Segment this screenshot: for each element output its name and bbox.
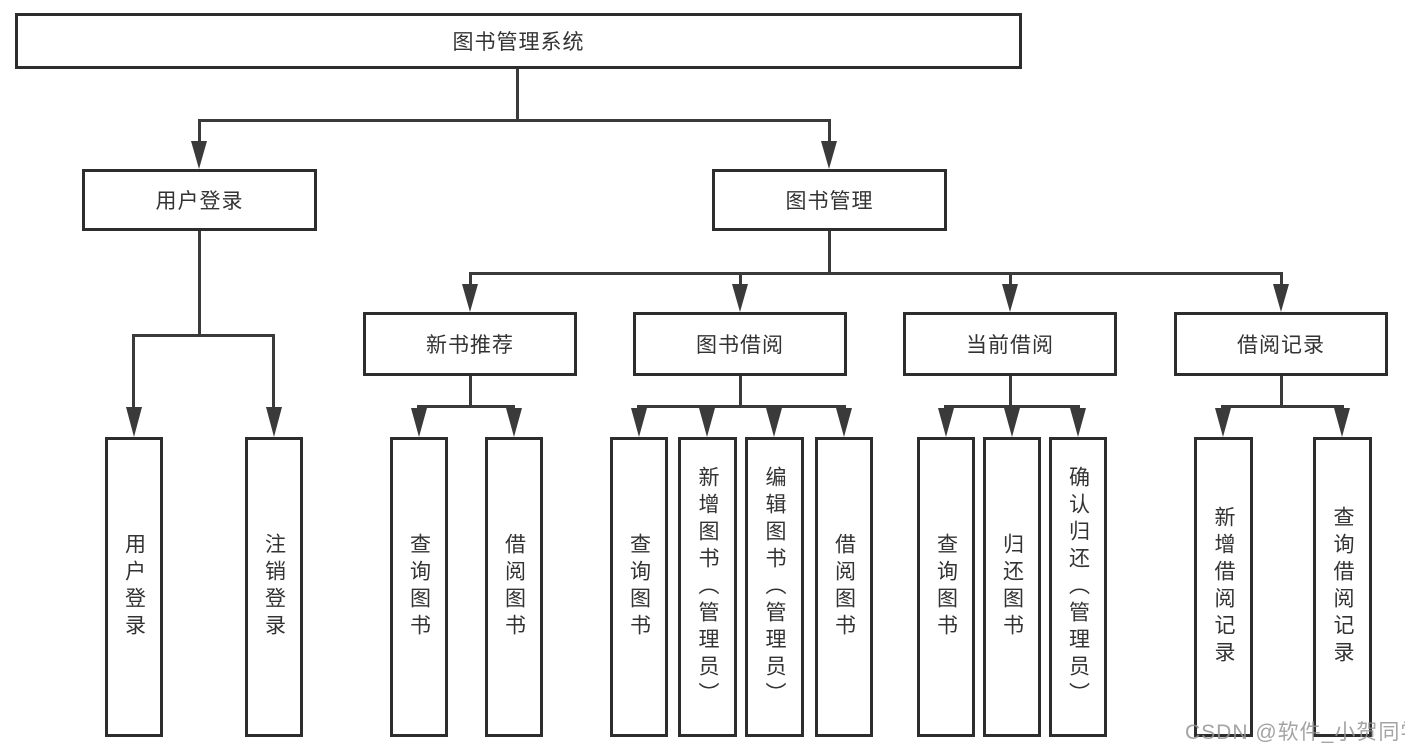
connector-stub [469,376,472,407]
connector-stub [828,119,831,141]
connector-root-stub [516,69,519,119]
connector-book-mgmt-stub [828,231,831,275]
arrow-down-icon [1004,408,1020,437]
leaf-edit-book-admin-label: 编辑图书（管理员） [763,465,786,709]
connector-level2-rail [198,119,831,122]
arrow-down-icon [732,284,748,312]
connector-group-rail [637,405,846,408]
node-user-login: 用户登录 [82,169,317,231]
arrow-down-icon [821,141,837,169]
leaf-query-books-borrowing-label: 查询图书 [627,533,651,641]
connector-stub [198,119,201,141]
node-borrowing-records-label: 借阅记录 [1237,334,1325,357]
leaf-confirm-return-admin: 确认归还（管理员） [1049,437,1107,737]
leaf-add-book-admin-label: 新增图书（管理员） [696,465,719,709]
connector-stub [1009,272,1012,286]
node-book-borrowing: 图书借阅 [633,312,847,376]
leaf-query-books-recommend: 查询图书 [390,437,448,737]
leaf-add-borrow-record-label: 新增借阅记录 [1212,506,1235,668]
node-book-borrowing-label: 图书借阅 [696,334,784,357]
leaf-add-borrow-record: 新增借阅记录 [1194,437,1253,737]
arrow-down-icon [1215,408,1231,437]
connector-stub [1009,376,1012,407]
arrow-down-icon [462,284,478,312]
node-user-login-label: 用户登录 [155,190,244,213]
connector-group-rail [417,405,515,408]
node-library-system: 图书管理系统 [15,13,1022,69]
leaf-confirm-return-admin-label: 确认归还（管理员） [1066,465,1090,709]
arrow-down-icon [699,408,715,437]
arrow-down-icon [1070,408,1086,437]
node-new-book-recommend: 新书推荐 [363,312,577,376]
leaf-borrow-books-recommend-label: 借阅图书 [502,533,526,641]
arrow-down-icon [631,408,647,437]
arrow-down-icon [1002,284,1018,312]
leaf-add-book-admin: 新增图书（管理员） [678,437,737,737]
connector-stub [272,334,275,407]
node-library-system-label: 图书管理系统 [452,31,585,54]
connector-stub [1280,272,1283,286]
leaf-edit-book-admin: 编辑图书（管理员） [745,437,804,737]
connector-group-rail [1221,405,1344,408]
connector-stub [1280,376,1283,407]
node-current-borrowing: 当前借阅 [903,312,1117,376]
arrow-down-icon [1334,408,1350,437]
leaf-user-login: 用户登录 [105,437,163,737]
connector-stub [469,272,472,286]
leaf-query-books-current-label: 查询图书 [934,533,958,641]
node-new-book-recommend-label: 新书推荐 [426,334,514,357]
arrow-down-icon [938,408,954,437]
leaf-borrow-books-borrowing: 借阅图书 [815,437,873,737]
arrow-down-icon [191,141,207,169]
arrow-down-icon [836,408,852,437]
leaf-logout-label: 注销登录 [262,533,286,641]
leaf-borrow-books-recommend: 借阅图书 [485,437,543,737]
node-borrowing-records: 借阅记录 [1174,312,1388,376]
connector-user-login-rail [132,334,275,337]
connector-level3-rail [469,272,1283,275]
arrow-down-icon [506,408,522,437]
watermark: CSDN @软件_小贺同学 [1185,721,1405,744]
arrow-down-icon [766,408,782,437]
node-book-management: 图书管理 [712,169,947,231]
connector-stub [739,272,742,286]
connector-user-login-stub [198,231,201,337]
node-book-management-label: 图书管理 [785,190,874,213]
leaf-query-borrow-record-label: 查询借阅记录 [1331,506,1354,668]
arrow-down-icon [1273,284,1289,312]
leaf-query-borrow-record: 查询借阅记录 [1313,437,1372,737]
leaf-user-login-label: 用户登录 [122,533,146,641]
leaf-query-books-current: 查询图书 [917,437,975,737]
connector-stub [739,376,742,407]
connector-stub [132,334,135,407]
arrow-down-icon [411,408,427,437]
leaf-borrow-books-borrowing-label: 借阅图书 [832,533,856,641]
arrow-down-icon [266,407,282,437]
connector-group-rail [944,405,1080,408]
leaf-query-books-recommend-label: 查询图书 [407,533,431,641]
node-current-borrowing-label: 当前借阅 [966,334,1054,357]
leaf-return-book: 归还图书 [983,437,1041,737]
arrow-down-icon [126,407,142,437]
leaf-query-books-borrowing: 查询图书 [610,437,668,737]
leaf-return-book-label: 归还图书 [1000,533,1024,641]
leaf-logout: 注销登录 [245,437,303,737]
